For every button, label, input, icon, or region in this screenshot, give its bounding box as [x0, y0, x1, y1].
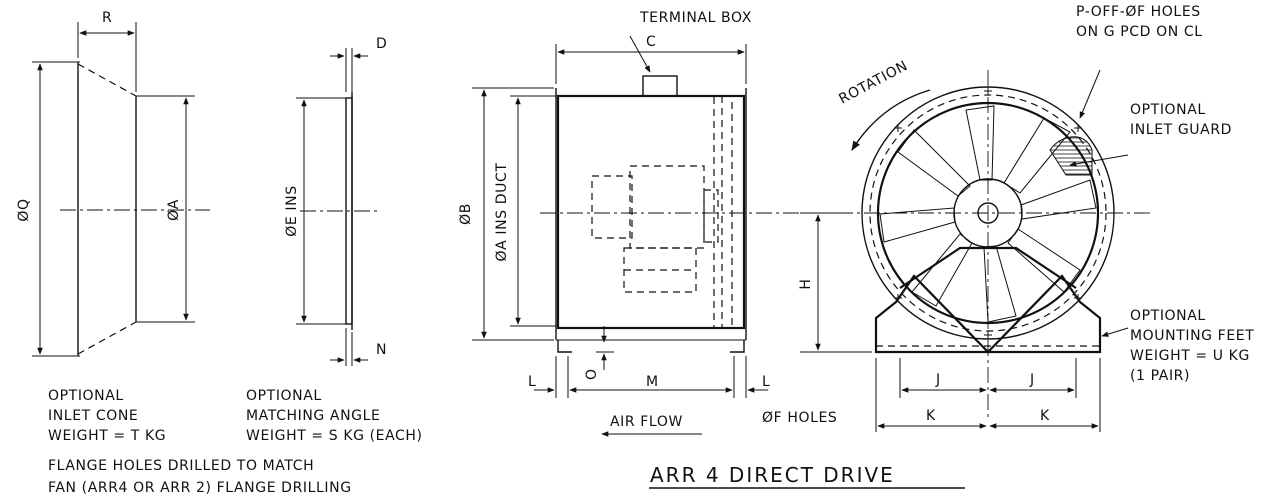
dim-k-left-label: K [926, 408, 936, 424]
drawing-title: ARR 4 DIRECT DRIVE [650, 463, 895, 487]
holes-spec-line2: ON G PCD ON CL [1076, 24, 1203, 40]
dim-d-label: D [376, 36, 387, 52]
terminal-box-label: TERMINAL BOX [639, 10, 752, 26]
feet-label-line3: WEIGHT = U KG [1130, 348, 1250, 364]
dim-r-label: R [102, 10, 112, 26]
dim-a-label: ØA [166, 199, 182, 221]
dim-o-label: O [584, 368, 600, 380]
matching-angle-view [296, 48, 380, 366]
dim-h-label: H [798, 278, 814, 289]
guard-label-line1: OPTIONAL [1130, 102, 1206, 118]
dim-l-left-label: L [528, 374, 536, 390]
holes-spec-line1: P-OFF-ØF HOLES [1076, 4, 1201, 20]
dim-j-left-label: J [935, 372, 941, 388]
angle-note-line2: MATCHING ANGLE [246, 408, 380, 424]
dim-j-right-label: J [1029, 372, 1035, 388]
f-holes-label: ØF HOLES [762, 410, 837, 426]
dim-n-label: N [376, 342, 387, 358]
dim-c-label: C [646, 34, 656, 50]
flange-note-line2: FAN (ARR4 OR ARR 2) FLANGE DRILLING [48, 480, 352, 496]
cone-note-line2: INLET CONE [48, 408, 138, 424]
angle-note-line1: OPTIONAL [246, 388, 322, 404]
feet-label-line4: (1 PAIR) [1130, 368, 1190, 384]
feet-label-line2: MOUNTING FEET [1130, 328, 1254, 344]
dim-b-label: ØB [458, 203, 474, 225]
flange-note-line1: FLANGE HOLES DRILLED TO MATCH [48, 458, 314, 474]
rotation-label: ROTATION [836, 58, 910, 108]
inlet-cone-view [32, 22, 210, 357]
fan-side-view [472, 35, 1150, 437]
dim-q-label: ØQ [16, 198, 32, 221]
guard-label-line2: INLET GUARD [1130, 122, 1232, 138]
dim-m-label: M [646, 374, 659, 390]
feet-label-line1: OPTIONAL [1130, 308, 1206, 324]
angle-note-line3: WEIGHT = S KG (EACH) [246, 428, 423, 444]
cone-note-line3: WEIGHT = T KG [48, 428, 166, 444]
dim-a-ins-duct-label: ØA INS DUCT [494, 163, 510, 262]
dim-l-right-label: L [762, 374, 770, 390]
dim-e-ins-label: ØE INS [284, 185, 300, 236]
dim-k-right-label: K [1040, 408, 1050, 424]
cone-note-line1: OPTIONAL [48, 388, 124, 404]
air-flow-label: AIR FLOW [610, 414, 683, 430]
fan-front-view [649, 69, 1129, 489]
